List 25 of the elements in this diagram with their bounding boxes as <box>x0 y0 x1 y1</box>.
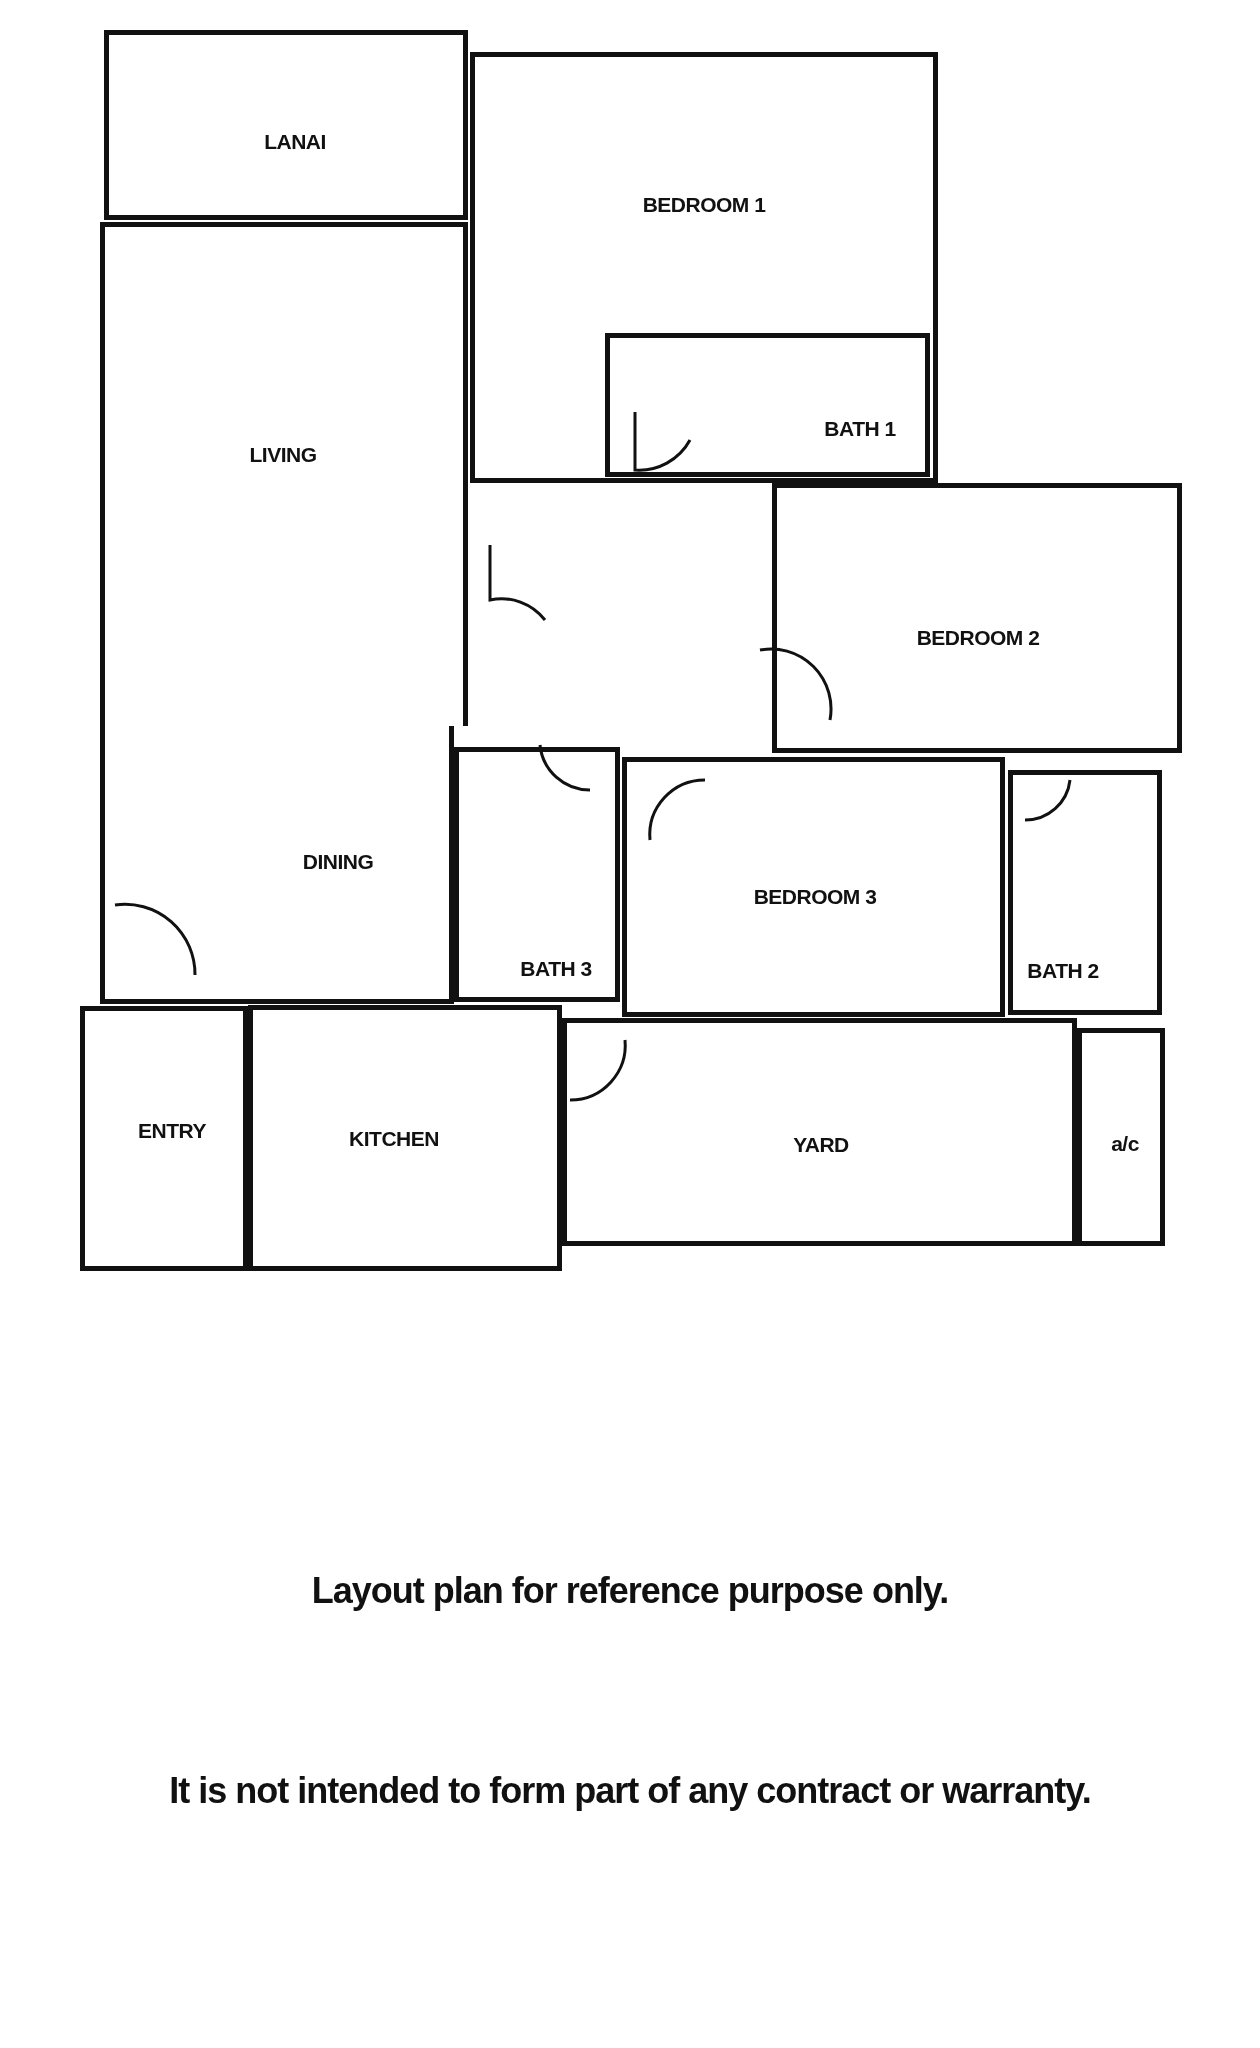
room-outline <box>470 52 938 483</box>
room-label: a/c <box>1111 1132 1139 1156</box>
room-label: KITCHEN <box>349 1127 439 1151</box>
room-label: YARD <box>793 1133 849 1157</box>
disclaimer-note: It is not intended to form part of any contract or warranty. <box>169 1770 1091 1812</box>
room-label: BATH 2 <box>1027 959 1099 983</box>
room-label: LIVING <box>249 443 317 467</box>
disclaimer-note: Layout plan for reference purpose only. <box>311 1570 949 1612</box>
room-label: ENTRY <box>138 1119 206 1143</box>
room-label: DINING <box>302 850 374 874</box>
room-label: BEDROOM 3 <box>753 885 877 909</box>
room-label: BATH 1 <box>824 417 896 441</box>
room-outline <box>100 222 468 726</box>
room-outline <box>1008 770 1162 1015</box>
room-outline <box>104 30 468 220</box>
room-outline <box>622 757 1005 1017</box>
room-outline <box>1077 1028 1165 1246</box>
room-outline <box>605 333 930 477</box>
room-outline <box>772 483 1182 753</box>
room-outline <box>454 747 620 1002</box>
room-outline <box>80 1006 248 1271</box>
room-label: BEDROOM 2 <box>916 626 1040 650</box>
room-label: LANAI <box>264 130 326 154</box>
room-label: BEDROOM 1 <box>642 193 766 217</box>
room-label: BATH 3 <box>520 957 592 981</box>
